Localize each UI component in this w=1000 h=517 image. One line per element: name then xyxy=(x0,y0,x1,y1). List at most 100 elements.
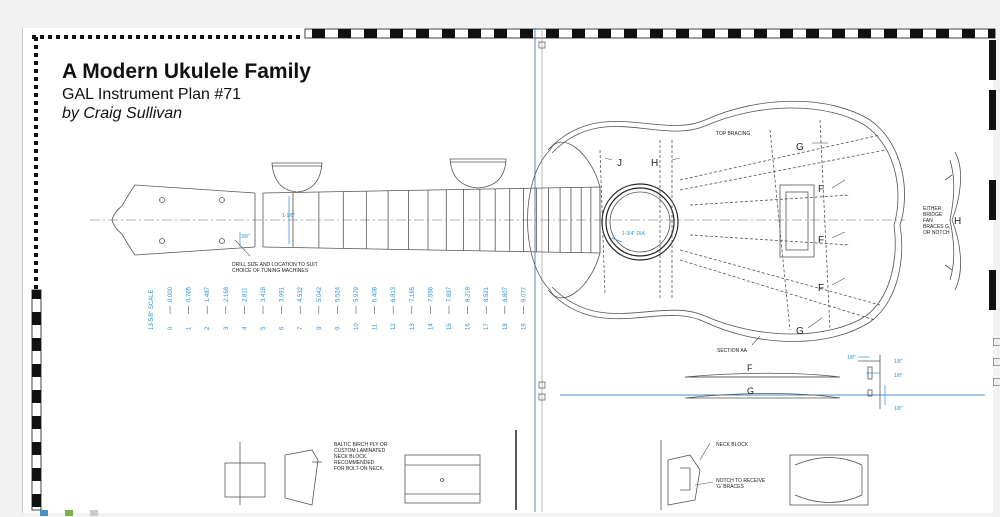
nut-width-dimension: 1-1/8" xyxy=(282,213,295,219)
fret-distance-5: 3.418 xyxy=(261,286,267,302)
fret-distance-4: 2.811 xyxy=(242,287,248,302)
neck-block-drawing xyxy=(224,430,517,510)
section-aa-label: SECTION AA xyxy=(717,348,748,354)
title-block: A Modern Ukulele Family GAL Instrument P… xyxy=(62,60,311,123)
brace-section-drawing xyxy=(684,355,881,409)
fret-number-11: 11 xyxy=(373,323,379,330)
fret-distance-0: 0.000 xyxy=(168,286,174,302)
fret-number-8: 8 xyxy=(317,326,323,330)
peg-spacing-dimension: 3/8" xyxy=(241,234,250,240)
brace-j-label: J xyxy=(617,158,622,169)
fret-distance-10: 5.979 xyxy=(354,286,360,302)
soundhole-dimension: 1-3/4" DIA. xyxy=(622,231,646,237)
notch-note-2: 'G' BRACES xyxy=(716,484,744,490)
fret-distance-9: 5.524 xyxy=(335,286,341,302)
fret-number-2: 2 xyxy=(205,326,211,330)
fret-number-13: 13 xyxy=(410,323,416,330)
fret-distance-14: 7.556 xyxy=(428,286,434,302)
fret-distance-19: 9.077 xyxy=(521,286,527,302)
bridge-section-drawing xyxy=(944,151,961,291)
brace-h-label: H xyxy=(651,158,658,169)
status-icon-1 xyxy=(40,510,48,516)
bridge-note-2: BRIDGE xyxy=(923,212,943,218)
brace-g-bottom-label: G xyxy=(796,326,804,337)
fret-number-0: 0 xyxy=(168,326,174,330)
fret-distance-3: 2.168 xyxy=(224,286,230,302)
body-outline-drawing xyxy=(527,100,905,342)
fret-distance-7: 4.532 xyxy=(298,286,304,302)
notched-block-drawing xyxy=(660,440,869,510)
scroll-marker-2[interactable] xyxy=(993,358,1000,366)
fret-number-17: 17 xyxy=(484,323,490,330)
fret-distance-17: 8.521 xyxy=(484,286,490,302)
drill-note-line1: DRILL SIZE AND LOCATION TO SUIT xyxy=(232,262,318,268)
fret-number-16: 16 xyxy=(466,323,472,330)
fret-number-10: 10 xyxy=(354,323,360,330)
neck-block-note-2: CUSTOM LAMINATED xyxy=(334,448,386,454)
neck-block-note-1: BALTIC BIRCH PLY OR xyxy=(334,442,388,448)
fret-number-14: 14 xyxy=(428,323,434,330)
headstock-drawing xyxy=(111,184,264,256)
fret-number-19: 19 xyxy=(521,323,527,330)
neck-block-note-4: RECOMMENDED xyxy=(334,460,375,466)
fret-number-12: 12 xyxy=(391,323,397,330)
neck-block-note-5: FOR BOLT-ON NECK. xyxy=(334,466,384,472)
plan-sheet xyxy=(22,28,993,513)
scale-length-label: 13-5/8" SCALE xyxy=(149,290,155,331)
fret-distance-15: 7.897 xyxy=(447,286,453,302)
bridge-note-4: BRACES G, xyxy=(923,224,950,230)
plan-author: by Craig Sullivan xyxy=(62,105,183,122)
dimension-lines xyxy=(239,196,886,405)
fret-number-15: 15 xyxy=(447,323,453,330)
fret-number-3: 3 xyxy=(224,326,230,330)
fret-number-6: 6 xyxy=(280,326,286,330)
fret-number-1: 1 xyxy=(187,326,193,330)
fret-distance-6: 3.991 xyxy=(280,286,286,302)
fret-distance-18: 8.807 xyxy=(503,286,509,302)
fret-number-18: 18 xyxy=(503,323,509,330)
brace-f3-label: F xyxy=(818,283,824,294)
plan-subtitle: GAL Instrument Plan #71 xyxy=(62,86,242,103)
fret-number-7: 7 xyxy=(298,326,304,330)
status-icon-2 xyxy=(65,510,73,516)
brace-h-side-label: H xyxy=(954,216,961,227)
fret-distance-11: 6.408 xyxy=(373,286,379,302)
fret-distance-8: 5.042 xyxy=(317,286,323,302)
notch-note-1: NOTCH TO RECEIVE xyxy=(716,478,766,484)
eighth-dimension-3: 1/8" xyxy=(894,373,903,379)
scrollbar-fragment[interactable] xyxy=(992,330,1000,460)
fret-distance-12: 6.813 xyxy=(391,286,397,302)
drill-note-line2: CHOICE OF TUNING MACHINES xyxy=(232,268,309,274)
fret-distance-2: 1.487 xyxy=(205,286,211,302)
heel-profile-drawing xyxy=(271,158,507,193)
neck-block-label: NECK BLOCK xyxy=(716,442,749,448)
bridge-note-3: FAN xyxy=(923,218,933,224)
fret-number-4: 4 xyxy=(242,326,248,330)
top-scale-border xyxy=(304,28,996,39)
bridge-note-1: EITHER xyxy=(923,206,942,212)
status-strip xyxy=(0,509,130,517)
bridge-note-5: OR NOTCH xyxy=(923,230,950,236)
brace-f1-label: F xyxy=(818,184,824,195)
status-icon-3 xyxy=(90,510,98,516)
brace-f2-label: F xyxy=(818,235,824,246)
fret-distance-1: 0.765 xyxy=(187,286,193,302)
scroll-marker-1[interactable] xyxy=(993,338,1000,346)
section-f-label: F xyxy=(747,363,753,373)
eighth-dimension-1: 1/8" xyxy=(847,355,856,361)
fret-distance-13: 7.195 xyxy=(410,286,416,302)
neck-block-note-3: NECK BLOCK. xyxy=(334,454,368,460)
eighth-dimension-2: 1/8" xyxy=(894,359,903,365)
leader-lines xyxy=(234,142,846,486)
fret-number-9: 9 xyxy=(335,326,341,330)
right-scale-border xyxy=(989,40,996,310)
top-bracing-label: TOP BRACING xyxy=(716,131,750,137)
brace-g-top-label: G xyxy=(796,142,804,153)
left-scale-border xyxy=(31,289,42,511)
fret-distance-16: 8.218 xyxy=(466,286,472,302)
fret-distance-table: 00.00010.76521.48732.16842.81153.41863.9… xyxy=(168,286,527,330)
scroll-marker-3[interactable] xyxy=(993,378,1000,386)
plan-title: A Modern Ukulele Family xyxy=(62,60,311,83)
